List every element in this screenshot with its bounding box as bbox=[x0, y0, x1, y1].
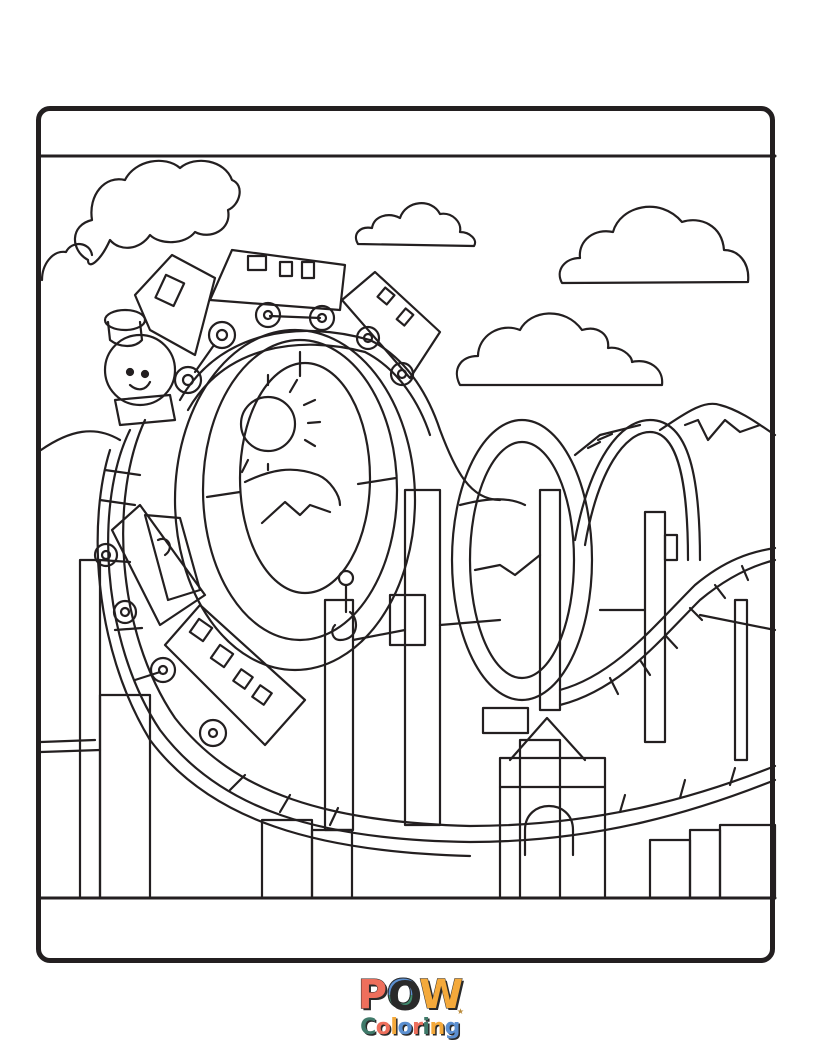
logo-letter: r bbox=[412, 1015, 423, 1040]
logo-letter-p: P bbox=[357, 972, 387, 1018]
train-car bbox=[93, 503, 207, 627]
logo-letter-o: O bbox=[386, 972, 421, 1018]
roller-coaster-loop bbox=[573, 418, 702, 562]
cloud-icon bbox=[558, 205, 750, 285]
sun-icon bbox=[239, 373, 322, 474]
logo-coloring-text: Coloring bbox=[352, 1015, 468, 1041]
coaster-track bbox=[178, 329, 502, 502]
train-car bbox=[340, 270, 442, 387]
logo-letter: l bbox=[390, 1015, 398, 1040]
cloud-icon bbox=[40, 243, 94, 282]
cloud-icon bbox=[455, 312, 664, 387]
cloud-icon bbox=[354, 202, 477, 248]
roller-coaster-loop bbox=[173, 328, 417, 672]
logo-letter: n bbox=[429, 1015, 445, 1040]
logo-letter: g bbox=[444, 1015, 461, 1040]
mountain-icon bbox=[39, 402, 777, 452]
coaster-track bbox=[39, 738, 102, 754]
support-pillars bbox=[78, 488, 777, 900]
train-car bbox=[149, 603, 307, 748]
locomotive bbox=[103, 253, 237, 427]
ground-lines bbox=[351, 608, 777, 642]
pow-coloring-logo: POW Coloring ★ bbox=[352, 975, 468, 1051]
mountain-icon bbox=[243, 468, 342, 525]
logo-letter: o bbox=[375, 1015, 391, 1040]
train-car bbox=[208, 248, 347, 332]
logo-letter-w: W bbox=[419, 972, 464, 1018]
roller-coaster-loop bbox=[450, 418, 594, 702]
arch-gate bbox=[481, 706, 607, 900]
logo-pow-text: POW bbox=[352, 972, 468, 1018]
logo-letter: o bbox=[397, 1015, 413, 1040]
cloud-icon bbox=[73, 159, 241, 266]
star-icon: ★ bbox=[456, 1007, 464, 1016]
crane-hook-icon bbox=[331, 569, 358, 642]
logo-letter: C bbox=[360, 1015, 376, 1040]
logo-letter: i bbox=[422, 1015, 430, 1040]
